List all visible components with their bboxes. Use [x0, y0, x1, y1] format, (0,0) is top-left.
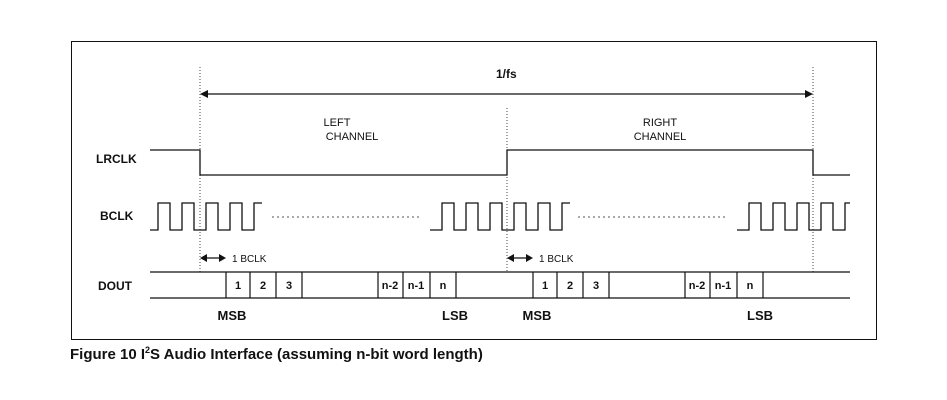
bit-2-left: 2	[260, 280, 266, 292]
bclk-wave-3	[737, 202, 850, 231]
bit-n-right: n	[747, 280, 754, 292]
right-channel-label-line2: CHANNEL	[634, 131, 687, 143]
left-channel-label-line1: LEFT	[324, 117, 351, 129]
dout-bus	[150, 271, 850, 299]
right-channel-label-line1: RIGHT	[643, 117, 678, 129]
caption-superscript: 2	[145, 345, 151, 355]
lsb-label-left: LSB	[442, 308, 468, 323]
figure-caption: Figure 10 I2S Audio Interface (assuming …	[70, 345, 483, 363]
bclk-wave-1	[150, 202, 262, 231]
msb-label-left: MSB	[218, 308, 247, 323]
bit-3-right: 3	[593, 280, 599, 292]
delay-label-right: 1 BCLK	[539, 254, 574, 265]
period-arrow	[200, 90, 813, 98]
msb-label-right: MSB	[523, 308, 552, 323]
left-channel-label-line2: CHANNEL	[326, 131, 379, 143]
caption-suffix: S Audio Interface (assuming n-bit word l…	[150, 346, 483, 363]
bit-2-right: 2	[567, 280, 573, 292]
period-label: 1/fs	[496, 67, 517, 81]
bit-1-left: 1	[235, 280, 241, 292]
bclk-label: BCLK	[100, 209, 134, 223]
bit-n-2-left: n-2	[382, 280, 399, 292]
bit-n-2-right: n-2	[689, 280, 706, 292]
i2s-timing-diagram: 1/fs LEFT CHANNEL RIGHT CHANNEL LRCLK BC…	[96, 67, 850, 323]
caption-prefix: Figure 10 I	[70, 346, 146, 363]
bit-n-1-right: n-1	[715, 280, 732, 292]
bit-n-left: n	[440, 280, 447, 292]
delay-arrow-right	[507, 254, 533, 262]
bit-1-right: 1	[542, 280, 548, 292]
delay-arrow-left	[200, 254, 226, 262]
figure-frame	[71, 41, 877, 340]
delay-label-left: 1 BCLK	[232, 254, 267, 265]
bit-3-left: 3	[286, 280, 292, 292]
lsb-label-right: LSB	[747, 308, 773, 323]
bclk-waveforms	[150, 202, 850, 231]
lrclk-label: LRCLK	[96, 152, 137, 166]
bit-n-1-left: n-1	[408, 280, 425, 292]
lrclk-waveform	[150, 149, 850, 176]
bclk-wave-2	[430, 202, 570, 231]
dout-label: DOUT	[98, 279, 133, 293]
